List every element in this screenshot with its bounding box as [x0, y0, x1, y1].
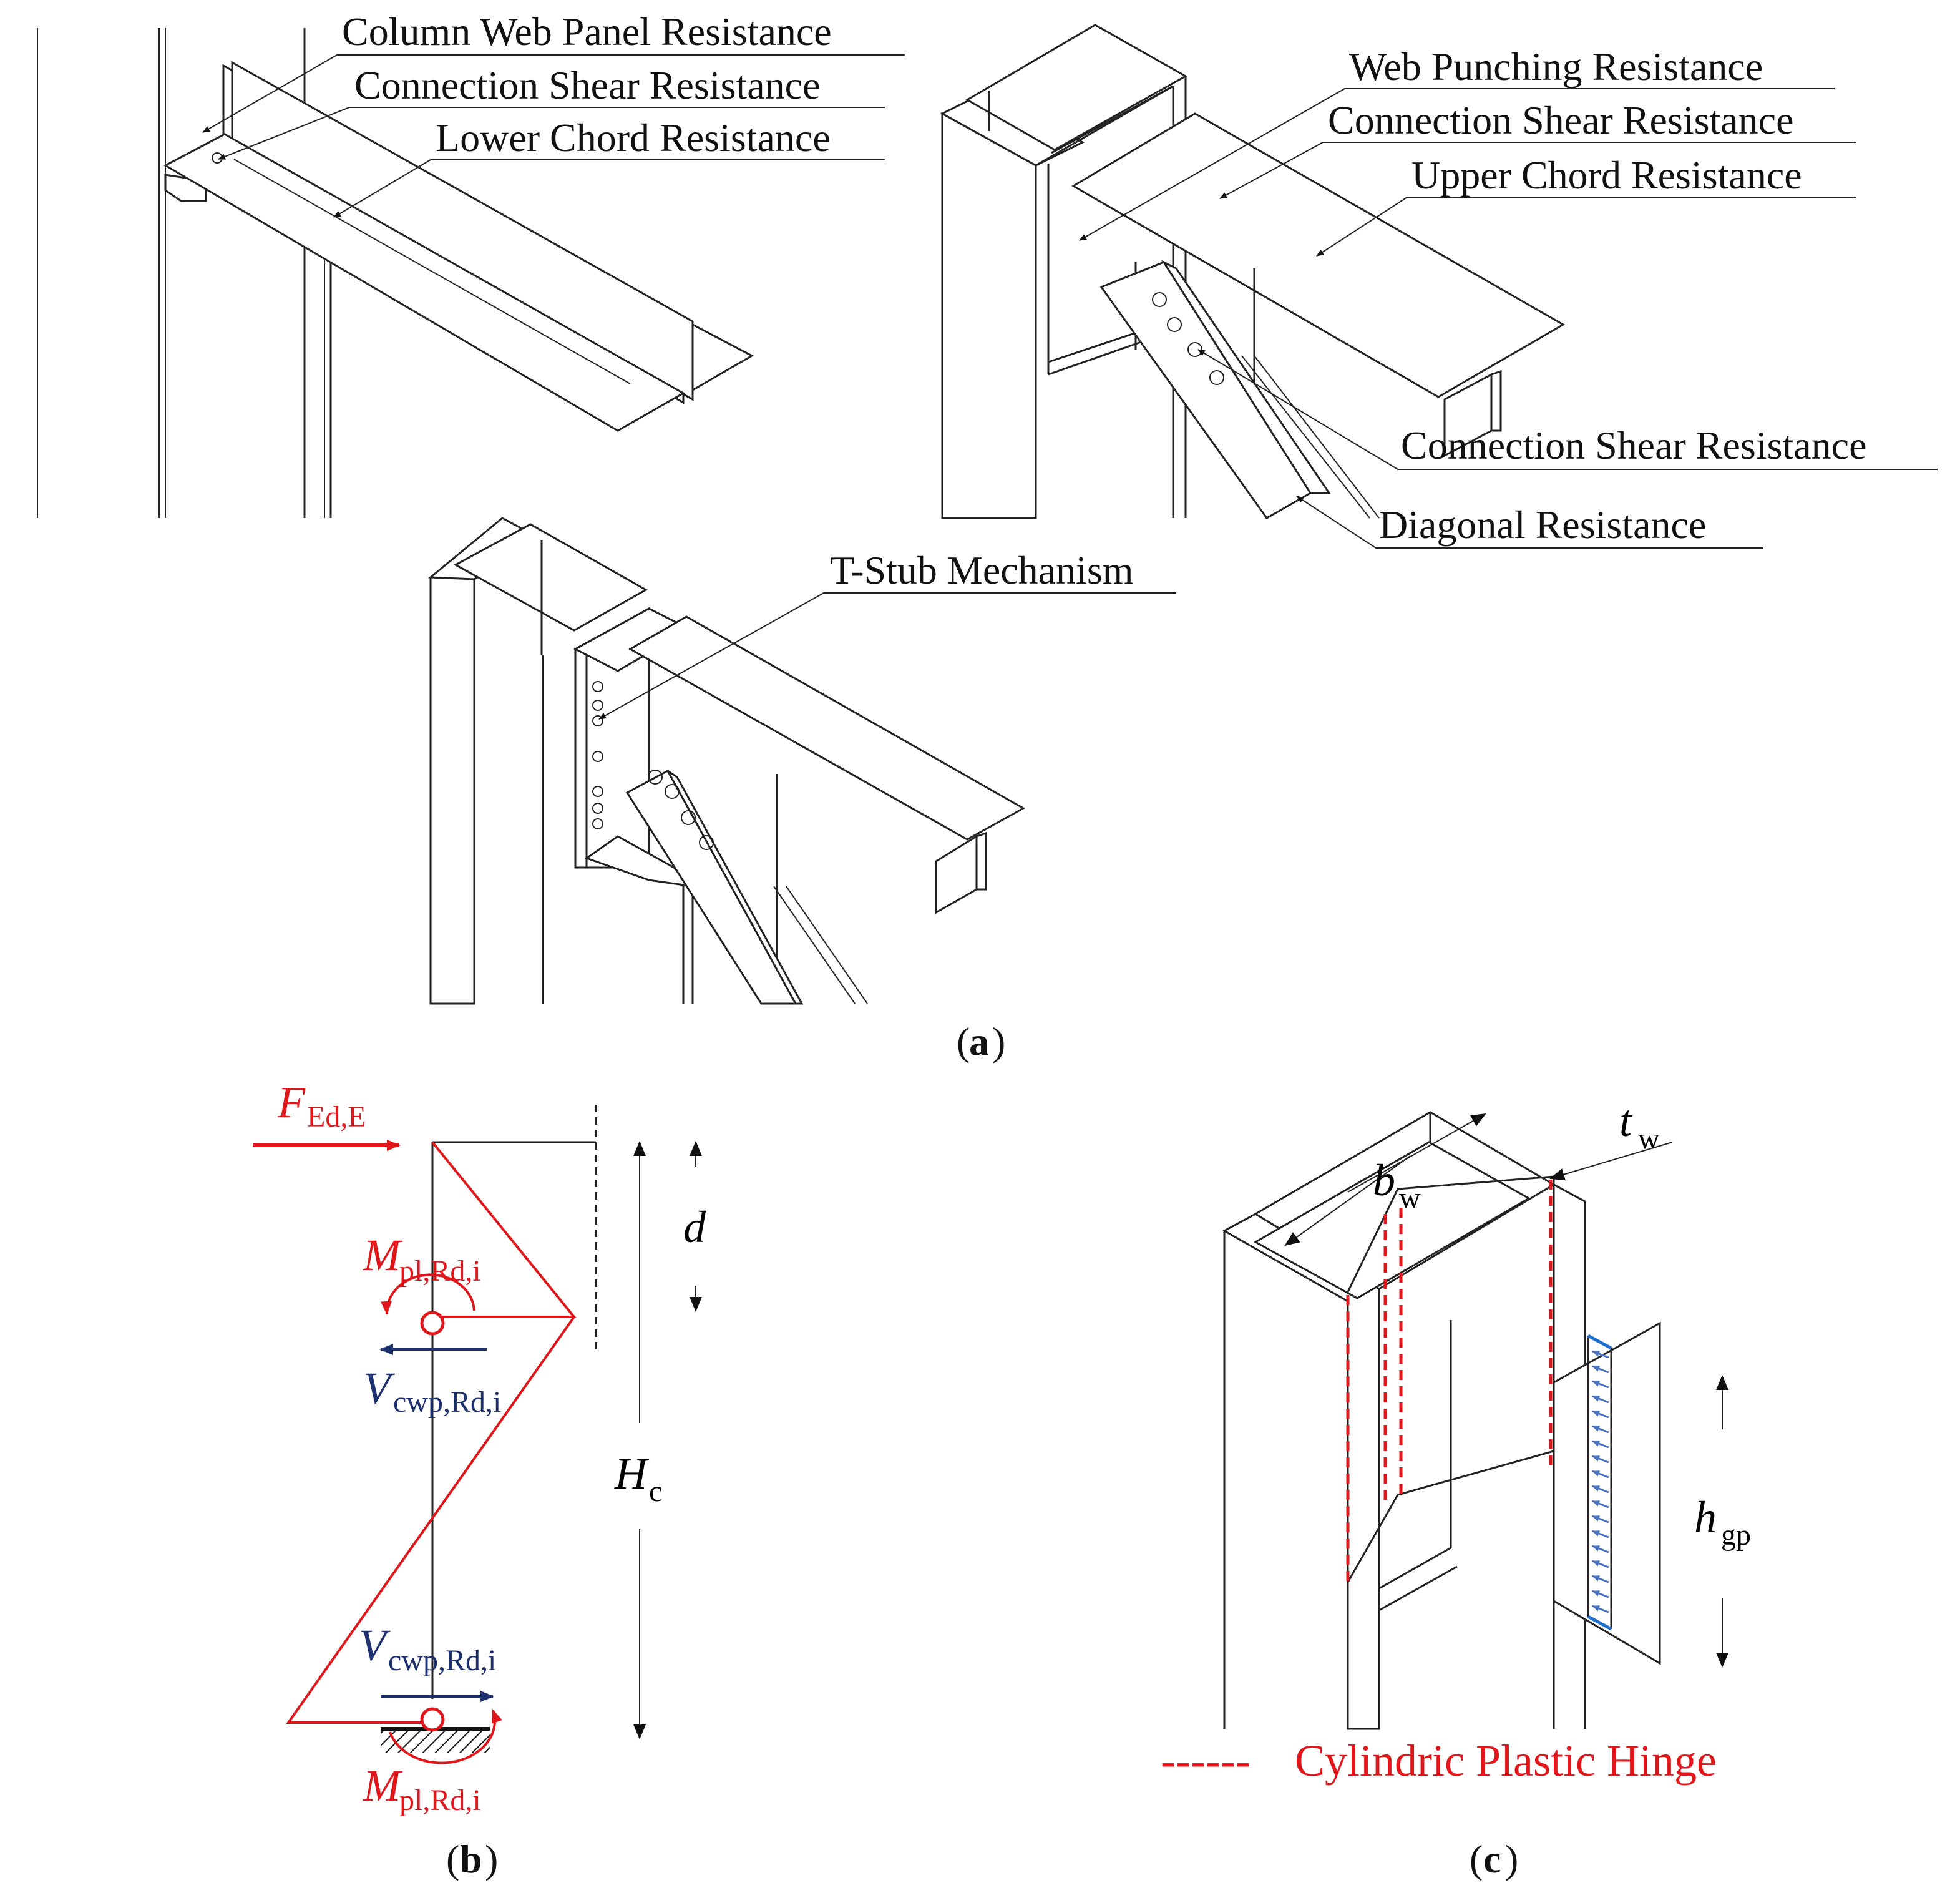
svg-text:a: a	[969, 1019, 989, 1064]
label-column-web-panel: Column Web Panel Resistance	[342, 9, 832, 54]
panel-c-diagram	[1222, 1111, 1728, 1730]
panel-b-labels: F Ed,E M pl,Rd,i V cwp,Rd,i V cwp,Rd,i M…	[277, 1077, 706, 1817]
label-bw-symbol: b	[1373, 1155, 1395, 1205]
label-dim-d: d	[683, 1202, 706, 1252]
panel-a-center-labels: T-Stub Mechanism	[598, 548, 1176, 720]
pressure-arrow	[1592, 1380, 1609, 1389]
label-hgp-symbol: h	[1694, 1492, 1717, 1542]
pressure-arrow	[1592, 1395, 1609, 1404]
caption-c: ( c )	[1470, 1837, 1518, 1881]
pressure-arrow	[1592, 1350, 1609, 1359]
svg-text:): )	[485, 1837, 498, 1881]
panel-a-tstub-drawing	[428, 517, 1026, 1005]
label-t-stub: T-Stub Mechanism	[830, 548, 1134, 592]
panel-a-lower-chord-drawing	[37, 28, 754, 518]
pressure-arrow	[1592, 1605, 1609, 1613]
panel-a-right-labels: Web Punching Resistance Connection Shear…	[1079, 44, 1938, 549]
svg-text:(: (	[957, 1019, 970, 1064]
label-upper-chord: Upper Chord Resistance	[1411, 153, 1802, 197]
pressure-arrow	[1592, 1545, 1609, 1553]
pressure-arrow	[1592, 1485, 1609, 1494]
label-web-punching: Web Punching Resistance	[1349, 44, 1763, 89]
label-hgp-subscript: gp	[1721, 1519, 1751, 1552]
pressure-arrow	[1592, 1455, 1609, 1464]
pressure-arrow	[1592, 1425, 1609, 1434]
pressure-arrow	[1592, 1500, 1609, 1509]
label-bw-subscript: w	[1399, 1181, 1421, 1215]
pressure-arrow	[1592, 1365, 1609, 1374]
label-lower-chord: Lower Chord Resistance	[436, 115, 831, 160]
pressure-arrow	[1592, 1560, 1609, 1568]
label-connection-shear-lower: Connection Shear Resistance	[354, 63, 820, 107]
label-moment-top-symbol: M	[363, 1230, 403, 1280]
label-moment-top-subscript: pl,Rd,i	[399, 1255, 481, 1288]
label-tw-subscript: w	[1638, 1122, 1660, 1155]
pressure-arrow	[1592, 1590, 1609, 1598]
svg-text:): )	[992, 1019, 1005, 1064]
pressure-arrow	[1592, 1470, 1609, 1479]
label-moment-bottom-symbol: M	[363, 1761, 403, 1811]
label-shear-top-symbol: V	[363, 1363, 395, 1413]
svg-text:(: (	[1470, 1837, 1483, 1881]
legend-text: Cylindric Plastic Hinge	[1295, 1736, 1717, 1786]
pressure-arrow	[1592, 1530, 1609, 1539]
pressure-arrow	[1592, 1440, 1609, 1449]
panel-c-labels: b w t w h gp ------ Cylindric Plastic Hi…	[1161, 1096, 1751, 1786]
pressure-arrow	[1592, 1410, 1609, 1419]
label-connection-shear-top: Connection Shear Resistance	[1328, 98, 1793, 142]
svg-text:c: c	[1483, 1837, 1501, 1881]
label-force-subscript: Ed,E	[307, 1100, 366, 1133]
panel-a-left-labels: Column Web Panel Resistance Connection S…	[202, 9, 905, 218]
svg-text:b: b	[460, 1837, 482, 1881]
label-shear-bottom-symbol: V	[359, 1620, 391, 1670]
label-force-symbol: F	[277, 1077, 306, 1127]
label-shear-bottom-subscript: cwp,Rd,i	[388, 1644, 496, 1677]
legend-dash: ------	[1161, 1736, 1251, 1786]
panel-c-pressure-arrows	[1592, 1350, 1609, 1613]
panel-b-diagram	[253, 1105, 702, 1764]
label-dim-h-symbol: H	[614, 1449, 650, 1499]
caption-a: ( a )	[957, 1019, 1005, 1064]
label-tw-symbol: t	[1619, 1096, 1633, 1146]
pressure-arrow	[1592, 1575, 1609, 1583]
svg-text:): )	[1505, 1837, 1518, 1881]
pressure-arrow	[1592, 1515, 1609, 1524]
label-moment-bottom-subscript: pl,Rd,i	[399, 1784, 481, 1817]
caption-b: ( b )	[446, 1837, 498, 1881]
svg-text:(: (	[446, 1837, 459, 1881]
label-dim-h-subscript: c	[649, 1475, 662, 1508]
label-diagonal: Diagonal Resistance	[1379, 502, 1706, 547]
label-connection-shear-bolt: Connection Shear Resistance	[1401, 423, 1866, 467]
label-shear-top-subscript: cwp,Rd,i	[393, 1386, 501, 1419]
